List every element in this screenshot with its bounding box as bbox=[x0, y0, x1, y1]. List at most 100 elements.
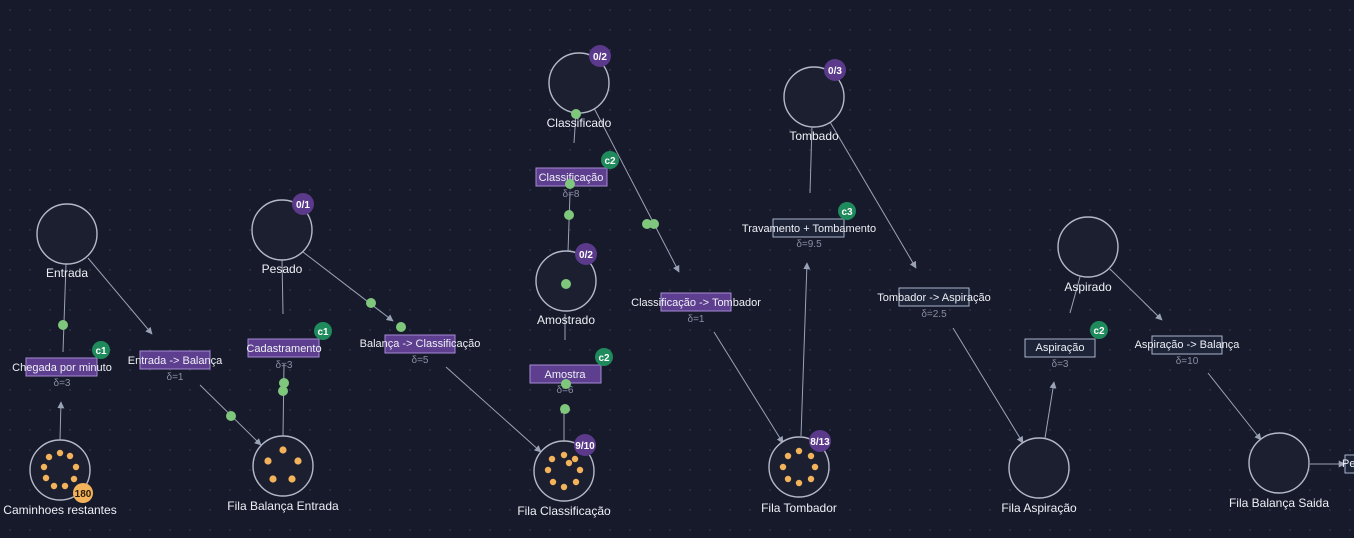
arc-tombador-aspiracao-to-fila-aspiracao bbox=[952, 327, 1024, 444]
place-label: Fila Classificação bbox=[517, 504, 611, 518]
arc-aspiracao-balanca-to-fila-balanca-saida bbox=[1207, 372, 1262, 441]
token bbox=[72, 463, 80, 471]
token bbox=[279, 446, 287, 454]
arc-pesado-to-balanca-classificacao bbox=[302, 251, 394, 322]
moving-token bbox=[642, 219, 652, 229]
capacity-badge bbox=[824, 59, 846, 81]
arc-classificacao-tombador-to-fila-tombador bbox=[713, 331, 784, 444]
resource-chip-label: c2 bbox=[1093, 326, 1105, 337]
token bbox=[269, 475, 277, 483]
transition-label: Balança -> Classificação bbox=[360, 338, 481, 350]
resource-chip-label: c1 bbox=[317, 327, 329, 338]
token bbox=[61, 482, 69, 490]
transition-aspiracao[interactable] bbox=[1024, 338, 1096, 358]
token bbox=[807, 452, 815, 460]
place-tombado[interactable] bbox=[783, 66, 845, 128]
moving-token bbox=[649, 219, 659, 229]
transition-label: Entrada -> Balança bbox=[128, 355, 223, 367]
moving-token bbox=[396, 322, 406, 332]
token bbox=[544, 466, 552, 474]
place-entrada[interactable] bbox=[36, 203, 98, 265]
token bbox=[50, 482, 58, 490]
transition-delta: δ=1 bbox=[688, 314, 705, 325]
transition-delta: δ=5 bbox=[412, 355, 429, 366]
moving-token bbox=[571, 109, 581, 119]
arc-aspirado-to-aspiracao-balanca bbox=[1109, 268, 1163, 321]
moving-token bbox=[561, 379, 571, 389]
transition-balanca-classificacao[interactable] bbox=[384, 334, 456, 354]
moving-token bbox=[279, 378, 289, 388]
transition-chegada[interactable] bbox=[25, 357, 98, 377]
capacity-text: 0/1 bbox=[296, 200, 310, 211]
token bbox=[784, 475, 792, 483]
place-fila-balanca-saida[interactable] bbox=[1248, 432, 1310, 494]
place-fila-classificacao[interactable] bbox=[533, 440, 595, 502]
token-ring bbox=[264, 446, 302, 483]
place-aspirado[interactable] bbox=[1057, 216, 1119, 278]
capacity-text: 0/2 bbox=[579, 250, 593, 261]
place-caminhoes-restantes[interactable] bbox=[29, 439, 91, 501]
arc-fila-balanca-to-cadastramento bbox=[282, 363, 285, 437]
arc-amostrado-to-classificacao bbox=[567, 192, 571, 253]
place-label: Tombado bbox=[789, 129, 839, 143]
resource-chip bbox=[92, 341, 110, 359]
token-ring bbox=[40, 449, 80, 490]
resource-chip bbox=[1090, 321, 1108, 339]
token bbox=[779, 463, 787, 471]
token bbox=[70, 475, 78, 483]
moving-token bbox=[564, 210, 574, 220]
place-fila-balanca-entrada[interactable] bbox=[252, 435, 314, 497]
resource-chip-label: c1 bbox=[95, 346, 107, 357]
transition-classificacao-tombador[interactable] bbox=[660, 292, 732, 312]
arc-cadastramento-to-pesado bbox=[281, 258, 284, 315]
token-count-badge bbox=[73, 483, 93, 503]
place-fila-tombador[interactable] bbox=[768, 436, 830, 498]
capacity-badge bbox=[575, 243, 597, 265]
token bbox=[784, 452, 792, 460]
resource-chip-label: c3 bbox=[841, 207, 853, 218]
transition-label: Travamento + Tombamento bbox=[742, 223, 876, 235]
transition-aspiracao-balanca[interactable] bbox=[1151, 335, 1223, 355]
arc-balanca-classificacao-to-fila-classificacao bbox=[445, 366, 542, 453]
place-fila-aspiracao[interactable] bbox=[1008, 437, 1070, 499]
transition-delta: δ=6 bbox=[557, 385, 574, 396]
transition-delta: δ=9.5 bbox=[796, 239, 822, 250]
token bbox=[560, 451, 568, 459]
resource-chip bbox=[595, 348, 613, 366]
transition-travamento-tombamento[interactable] bbox=[772, 218, 845, 238]
transitions: Chegada por minuto δ=3 c1 Entrada -> Bal… bbox=[12, 151, 1354, 474]
token bbox=[572, 478, 580, 486]
token bbox=[565, 459, 573, 467]
capacity-text: 9/10 bbox=[575, 441, 595, 452]
capacity-text: 8/13 bbox=[810, 437, 830, 448]
transition-delta: δ=2.5 bbox=[921, 309, 947, 320]
transition-entrada-balanca[interactable] bbox=[139, 350, 211, 370]
moving-token bbox=[561, 279, 571, 289]
token bbox=[294, 457, 302, 465]
arc-travamento-to-tombado bbox=[809, 125, 813, 194]
capacity-badge bbox=[809, 430, 831, 452]
transition-pesagem-saida[interactable] bbox=[1344, 454, 1354, 474]
resource-chip bbox=[314, 322, 332, 340]
arc-tombado-to-tombador-aspiracao bbox=[829, 121, 917, 269]
transition-delta: δ=3 bbox=[1052, 359, 1069, 370]
capacity-badge bbox=[589, 45, 611, 67]
places: Entrada 180 Caminhoes restantes 0/1 Pesa… bbox=[3, 45, 1329, 518]
transition-label: Aspiração bbox=[1036, 342, 1085, 354]
transition-label: Tombador -> Aspiração bbox=[877, 292, 990, 304]
transition-tombador-aspiracao[interactable] bbox=[898, 287, 970, 307]
arc-fila-tombador-to-travamento bbox=[800, 262, 811, 437]
token bbox=[549, 478, 557, 486]
transition-delta: δ=8 bbox=[563, 189, 580, 200]
place-pesado[interactable] bbox=[251, 199, 313, 261]
place-label: Fila Tombador bbox=[761, 501, 837, 515]
arc-chegada-to-entrada bbox=[62, 263, 67, 353]
transition-cadastramento[interactable] bbox=[247, 338, 320, 358]
arc-entrada-to-entrada-balanca bbox=[87, 257, 153, 335]
capacity-text: 0/3 bbox=[828, 66, 842, 77]
token bbox=[795, 479, 803, 487]
place-label: Caminhoes restantes bbox=[3, 503, 116, 517]
token bbox=[45, 453, 53, 461]
moving-token bbox=[560, 404, 570, 414]
capacity-text: 0/2 bbox=[593, 52, 607, 63]
